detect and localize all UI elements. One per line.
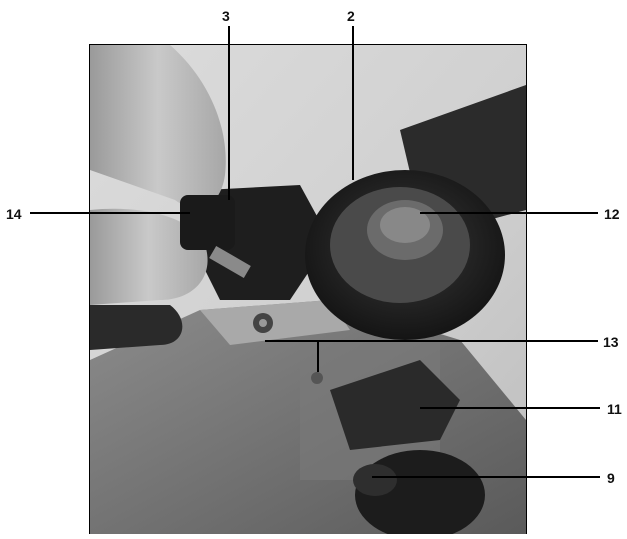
callout-11: 11 <box>607 401 622 417</box>
bolt-head <box>380 207 430 243</box>
lever <box>330 360 460 450</box>
callout-13: 13 <box>603 334 619 350</box>
screw-hole-lower <box>311 372 323 384</box>
callout-3: 3 <box>222 8 230 24</box>
leader-lines <box>30 26 600 478</box>
finger-shadow <box>90 305 183 350</box>
housing-top <box>200 300 350 345</box>
threaded-rod <box>209 245 251 279</box>
knob-center <box>353 464 397 496</box>
screw-13 <box>259 319 267 327</box>
callout-9: 9 <box>607 470 615 486</box>
callout-14: 14 <box>6 206 22 222</box>
callout-12: 12 <box>604 206 620 222</box>
hand-finger <box>90 208 208 305</box>
callout-2: 2 <box>347 8 355 24</box>
thumb-screw-knob <box>180 195 235 250</box>
hand-thumb <box>90 45 226 208</box>
